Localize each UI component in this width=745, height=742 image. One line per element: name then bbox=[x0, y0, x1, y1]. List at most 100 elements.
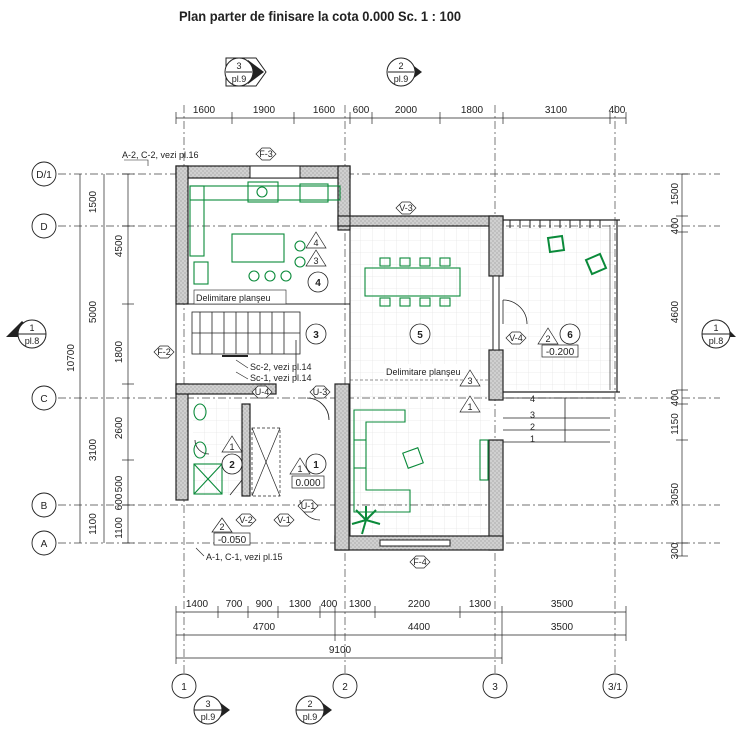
drawing-title: Plan parter de finisare la cota 0.000 Sc… bbox=[178, 8, 462, 24]
axis-label: B bbox=[41, 501, 48, 512]
tag-v2 bbox=[235, 513, 257, 527]
level-boxes bbox=[213, 344, 579, 546]
step-numbers: 4 3 2 1 bbox=[530, 394, 535, 444]
section-number: 1 bbox=[713, 323, 718, 333]
section-sheet: pl.8 bbox=[709, 336, 724, 346]
room-number-circles bbox=[221, 271, 581, 475]
finish-triangle-labels: 1 1 4 3 3 1 2 2 bbox=[219, 238, 550, 532]
step-label: 4 bbox=[530, 394, 535, 404]
dim-label: 3500 bbox=[551, 622, 574, 633]
axis-labels-vertical: 1 2 3 3/1 bbox=[181, 682, 622, 693]
finish-tag: 1 bbox=[467, 402, 472, 412]
windows bbox=[249, 165, 500, 547]
tag-label: F-2 bbox=[157, 347, 171, 357]
right-dimensions: 1500 400 4600 400 1150 3050 300 bbox=[670, 182, 681, 559]
dim-label: 1300 bbox=[469, 599, 492, 610]
dim-label: 2000 bbox=[395, 105, 418, 116]
section-number: 3 bbox=[205, 699, 210, 709]
door-swing-hall bbox=[306, 397, 330, 421]
level-value: -0.200 bbox=[546, 347, 575, 358]
bottom-dimension-chains bbox=[175, 606, 627, 664]
step-label: 3 bbox=[530, 410, 535, 420]
sink bbox=[247, 181, 279, 203]
dim-label: 1150 bbox=[670, 413, 681, 435]
bottom-dimensions-row2: 4700 4400 3500 9100 bbox=[253, 622, 574, 656]
dim-label: 400 bbox=[670, 217, 681, 234]
counter-left bbox=[189, 185, 205, 257]
dim-label: 1500 bbox=[670, 182, 681, 205]
tag-u1 bbox=[297, 499, 319, 513]
tag-v3 bbox=[395, 201, 417, 215]
dim-total: 9100 bbox=[329, 645, 352, 656]
axis-label: D/1 bbox=[36, 170, 52, 181]
top-dimensions: 1600 1900 1600 600 2000 1800 3100 400 bbox=[193, 105, 626, 116]
kitchen-island bbox=[231, 233, 285, 263]
tag-label: U-4 bbox=[255, 387, 270, 397]
room-number-labels: 1 2 3 4 5 6 bbox=[229, 278, 573, 471]
fridge bbox=[193, 261, 209, 285]
tag-v1 bbox=[273, 513, 295, 527]
window-living-bottom bbox=[379, 539, 451, 547]
section-number: 2 bbox=[398, 61, 403, 71]
dim-label: 400 bbox=[321, 599, 338, 610]
door-swing-bath bbox=[194, 439, 210, 455]
axis-label: A bbox=[41, 539, 48, 550]
level-value: 0.000 bbox=[295, 478, 320, 489]
note-delimitation: Delimitare planşeu bbox=[386, 367, 461, 377]
section-sheet: pl.9 bbox=[201, 712, 216, 722]
dim-label: 3500 bbox=[551, 599, 574, 610]
section-marker-top-3: 3 pl.9 bbox=[224, 57, 267, 87]
dim-label: 3100 bbox=[88, 438, 99, 461]
delimitation-label-box bbox=[384, 364, 458, 378]
finish-tag: 4 bbox=[313, 238, 318, 248]
section-marker-bottom-3: 3 pl.9 bbox=[193, 695, 230, 725]
level-values: 0.000 -0.050 -0.200 bbox=[218, 347, 575, 546]
dim-label: 300 bbox=[670, 542, 681, 559]
note-sc1: Sc-1, vezi pl.14 bbox=[250, 373, 312, 383]
dim-label: 600 bbox=[114, 493, 125, 510]
left-dimension-chains bbox=[79, 173, 134, 544]
room-number: 5 bbox=[417, 330, 423, 341]
staircase bbox=[191, 311, 301, 380]
dim-label: 4700 bbox=[253, 622, 276, 633]
axis-label: 3 bbox=[492, 682, 498, 693]
finish-tag: 1 bbox=[297, 464, 302, 474]
axis-labels-horizontal: D/1 D C B A bbox=[36, 170, 52, 550]
right-dimension-chain bbox=[676, 173, 688, 557]
delimitation-label-box bbox=[193, 289, 287, 305]
axis-label: 1 bbox=[181, 682, 187, 693]
note-sc2: Sc-2, vezi pl.14 bbox=[250, 362, 312, 372]
closet bbox=[251, 427, 281, 497]
elevation-tag-labels: F-3 F-2 F-4 V-3 V-4 V-1 V-2 U-1 U-3 U-4 bbox=[157, 149, 523, 567]
level-tag: 2 bbox=[219, 522, 224, 532]
door-swing-terrace bbox=[502, 299, 528, 325]
finish-triangles bbox=[211, 231, 559, 533]
cooktop bbox=[299, 183, 329, 203]
tag-label: U-1 bbox=[301, 501, 316, 511]
tag-label: F-4 bbox=[413, 557, 427, 567]
wall-bath-right bbox=[241, 403, 251, 497]
finish-tag: 1 bbox=[229, 442, 234, 452]
dim-label: 1800 bbox=[461, 105, 484, 116]
tag-u3 bbox=[309, 385, 331, 399]
section-marker-top-2: 2 pl.9 bbox=[386, 57, 422, 87]
room-number: 6 bbox=[567, 330, 573, 341]
room-number: 2 bbox=[229, 460, 235, 471]
tag-label: V-3 bbox=[399, 203, 413, 213]
dim-label: 500 bbox=[114, 475, 125, 492]
tag-label: U-3 bbox=[313, 387, 328, 397]
dim-label: 1400 bbox=[186, 599, 209, 610]
tag-label: F-3 bbox=[259, 149, 273, 159]
step-label: 1 bbox=[530, 434, 535, 444]
window-right bbox=[492, 275, 500, 351]
section-sheet: pl.9 bbox=[394, 74, 409, 84]
terrace-chairs bbox=[546, 234, 608, 276]
top-dimension-chain bbox=[175, 112, 627, 124]
axis-label: 3/1 bbox=[608, 682, 622, 693]
room-number: 4 bbox=[315, 278, 321, 289]
room-number: 1 bbox=[313, 460, 319, 471]
section-marker-left-1: 1 pl.8 bbox=[6, 319, 47, 349]
dim-label: 2600 bbox=[114, 416, 125, 439]
dim-total: 10700 bbox=[66, 344, 77, 372]
dim-label: 700 bbox=[226, 599, 243, 610]
